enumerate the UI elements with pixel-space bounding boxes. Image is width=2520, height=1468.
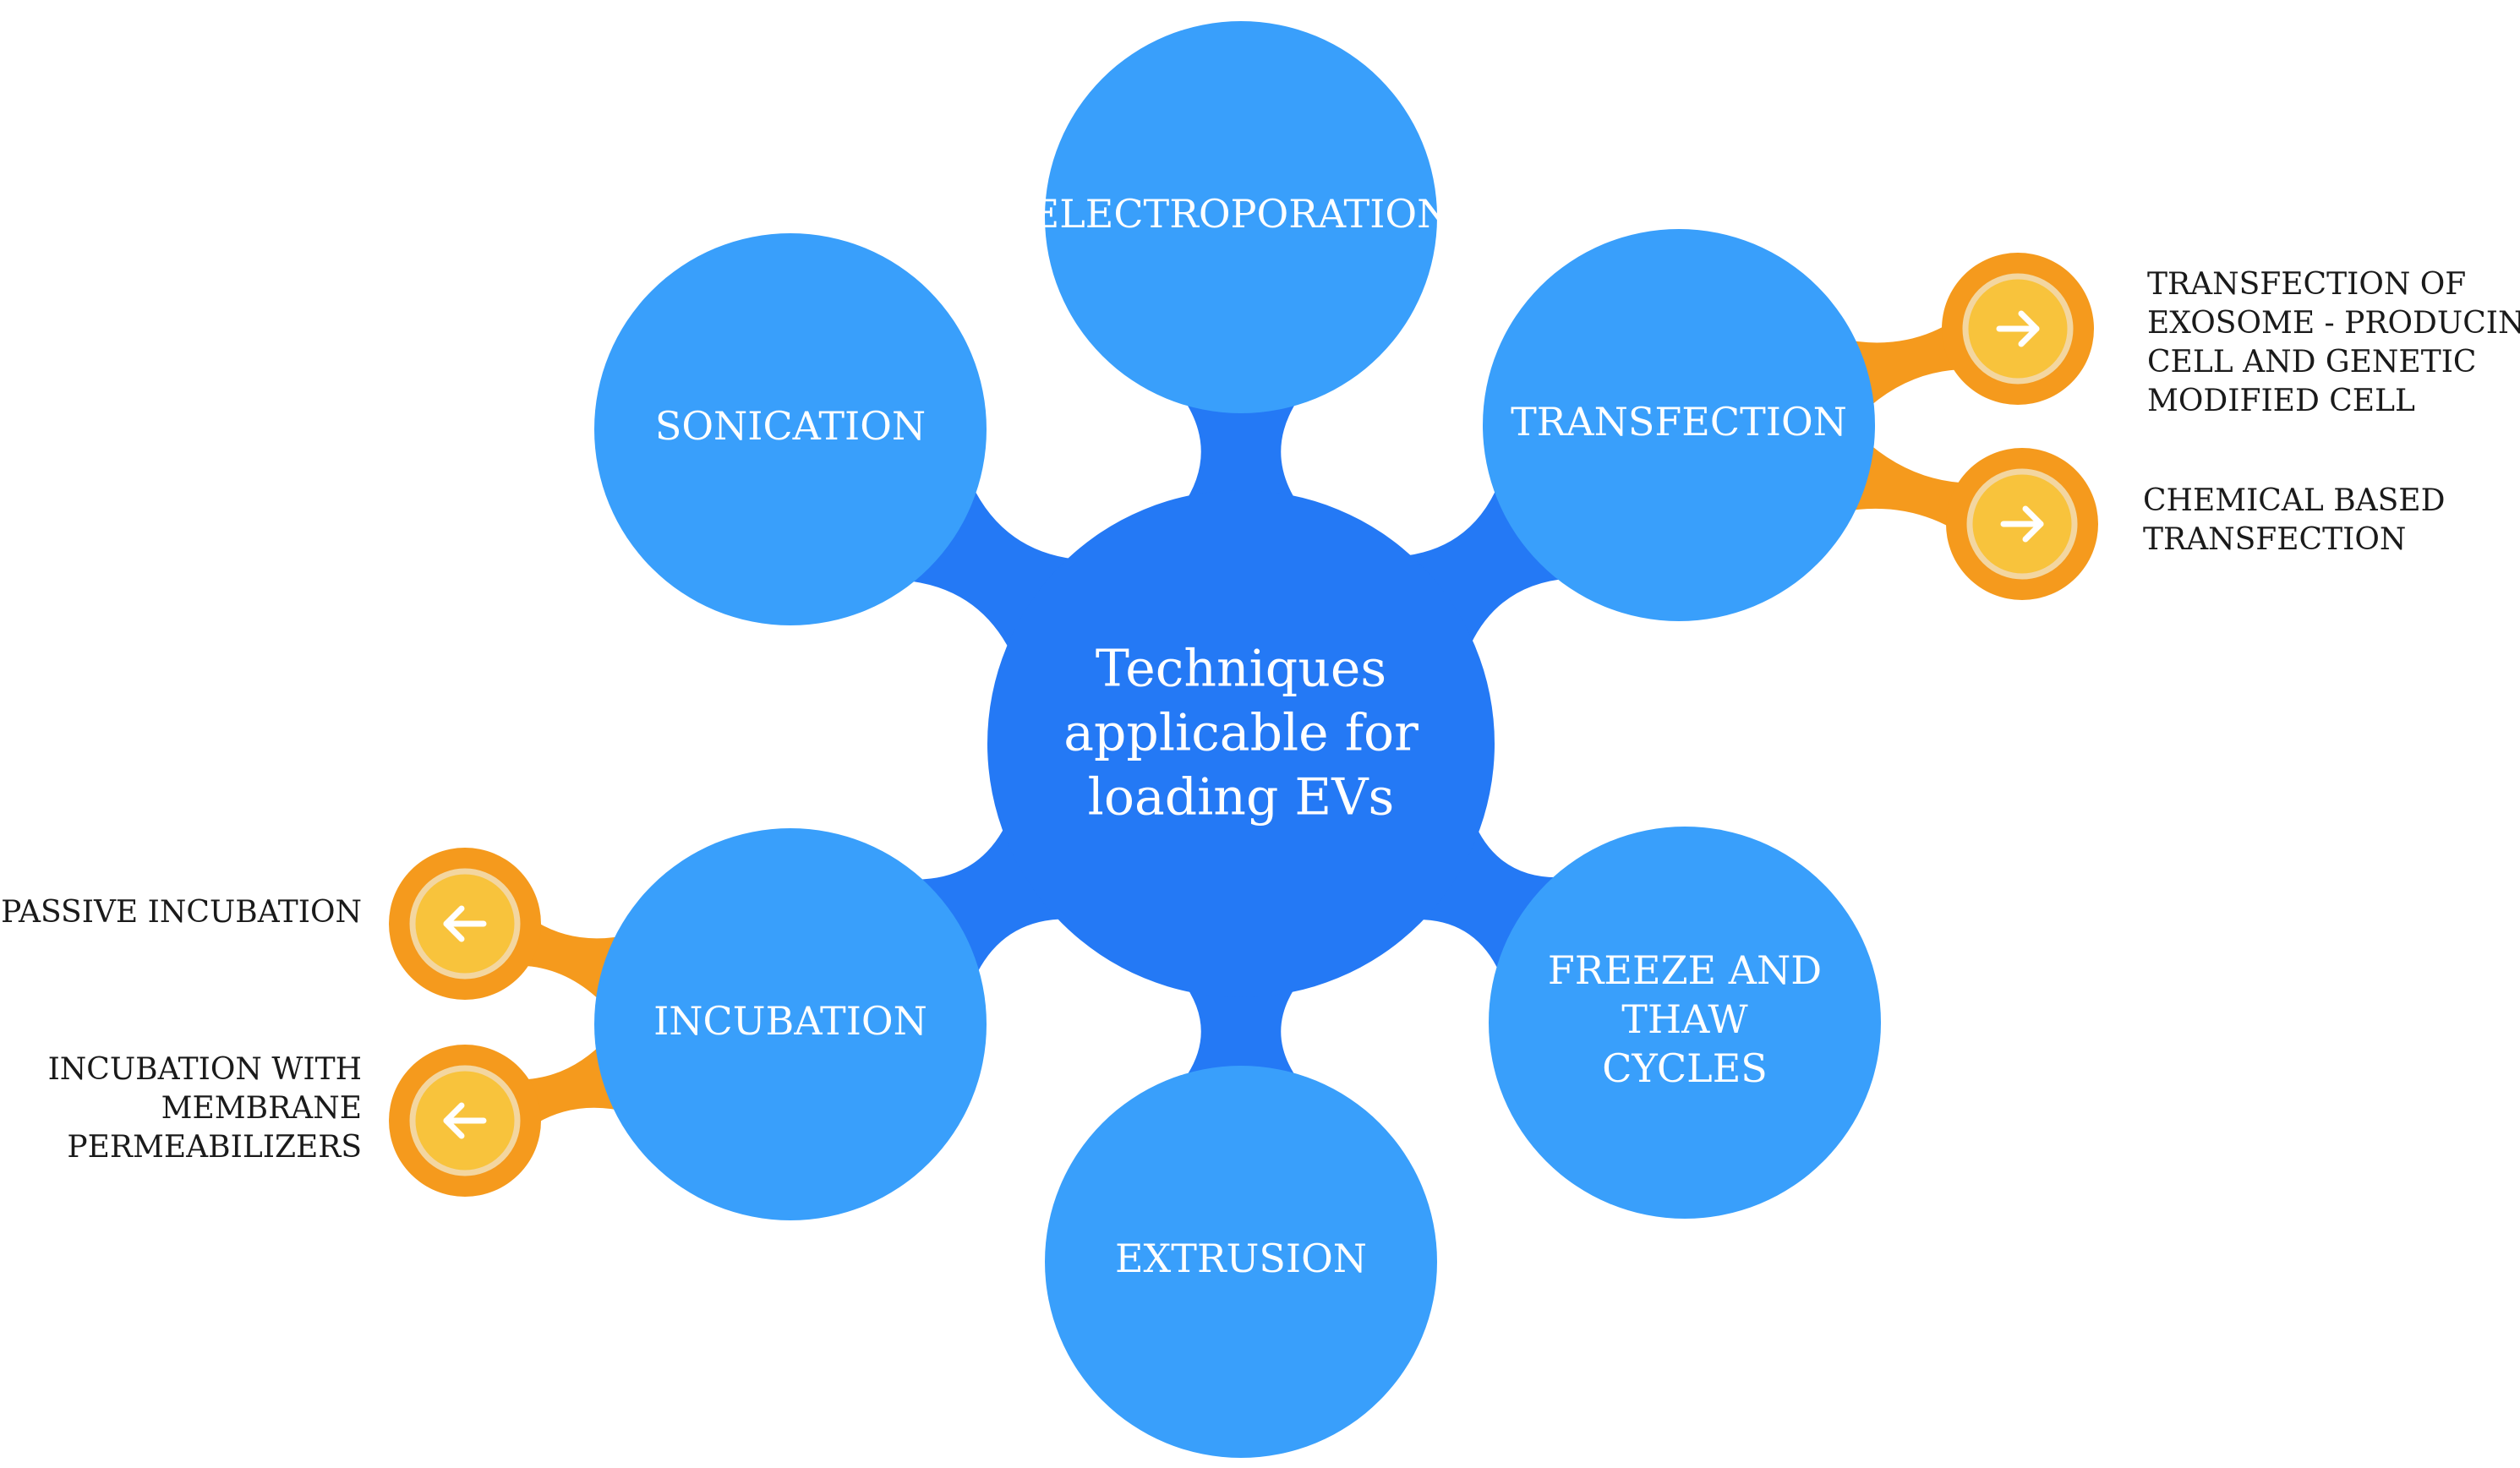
center-title-line: applicable for bbox=[1063, 704, 1419, 763]
node-label-freeze-thaw: THAW bbox=[1621, 996, 1748, 1042]
arrow-left-icon bbox=[443, 905, 487, 942]
arrow-right-icon bbox=[1996, 310, 2040, 347]
node-extrusion bbox=[1045, 1066, 1437, 1458]
arrow-left-icon bbox=[443, 1102, 487, 1139]
node-label-freeze-thaw: CYCLES bbox=[1602, 1045, 1768, 1091]
leaf-label-transfection-exosome: MODIFIED CELL bbox=[2147, 384, 2415, 418]
bubbles bbox=[389, 21, 2098, 1458]
node-label-electroporation: ELECTROPORATION bbox=[1031, 191, 1451, 237]
node-electroporation bbox=[1045, 21, 1437, 413]
connector-extrusion bbox=[1182, 980, 1300, 1083]
node-transfection bbox=[1483, 229, 1875, 621]
leaf-label-membrane-incubation: MEMBRANE bbox=[161, 1091, 362, 1126]
leaf-label-chemical-transfection: CHEMICAL BASED bbox=[2143, 483, 2445, 518]
center-title-line: Techniques bbox=[1096, 640, 1386, 699]
leaf-label-passive-incubation: PASSIVE INCUBATION bbox=[1, 895, 362, 930]
leaf-membrane-incubation[interactable] bbox=[389, 1045, 541, 1197]
connector-electroporation bbox=[1182, 396, 1300, 507]
center-bubble bbox=[987, 490, 1495, 997]
node-sonication bbox=[594, 233, 987, 625]
leaf-label-transfection-exosome: EXOSOME - PRODUCING bbox=[2147, 306, 2520, 341]
leaf-label-membrane-incubation: INCUBATION WITH bbox=[48, 1052, 362, 1087]
center-title-line: loading EVs bbox=[1088, 768, 1395, 827]
connector-transfection-exosome bbox=[1840, 320, 1968, 414]
node-label-extrusion: EXTRUSION bbox=[1115, 1236, 1367, 1281]
leaf-transfection-exosome[interactable] bbox=[1942, 253, 2094, 405]
node-incubation bbox=[594, 828, 987, 1220]
leaf-chemical-transfection[interactable] bbox=[1946, 448, 2098, 600]
leaf-label-transfection-exosome: TRANSFECTION OF bbox=[2147, 267, 2466, 302]
leaf-label-chemical-transfection: TRANSFECTION bbox=[2143, 522, 2406, 557]
node-label-transfection: TRANSFECTION bbox=[1511, 399, 1847, 445]
leaf-passive-incubation[interactable] bbox=[389, 848, 541, 1000]
leaf-label-membrane-incubation: PERMEABILIZERS bbox=[67, 1130, 362, 1165]
node-label-sonication: SONICATION bbox=[655, 403, 926, 449]
connector-chemical-transfection bbox=[1839, 437, 1973, 532]
arrow-right-icon bbox=[2000, 505, 2044, 543]
leaf-label-transfection-exosome: CELL AND GENETIC bbox=[2147, 345, 2476, 379]
node-freeze-thaw bbox=[1489, 827, 1881, 1219]
node-label-incubation: INCUBATION bbox=[653, 998, 927, 1044]
node-label-freeze-thaw: FREEZE AND bbox=[1548, 947, 1822, 993]
